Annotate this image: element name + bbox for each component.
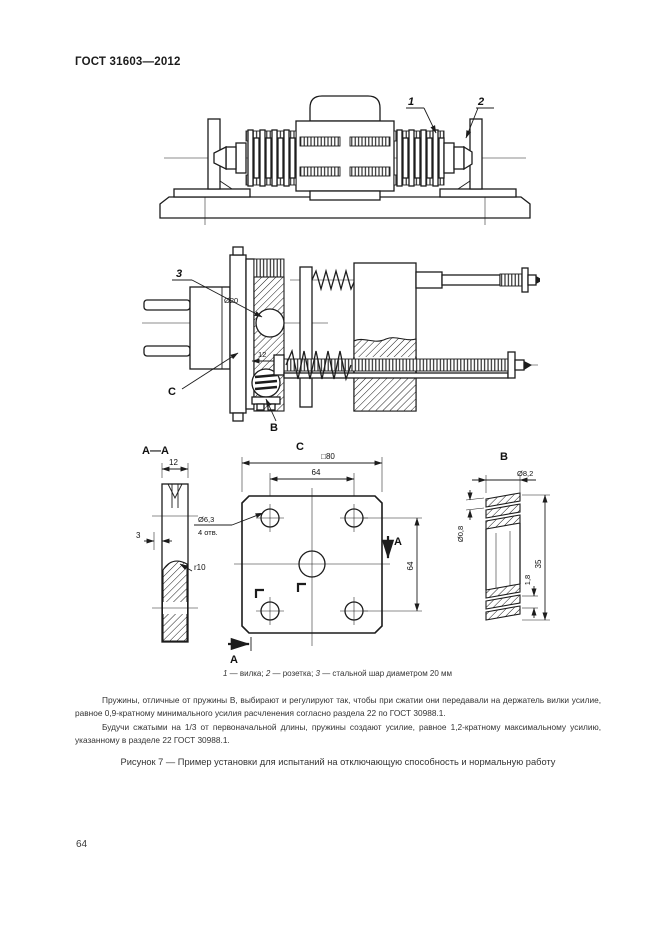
view-c-title: С — [296, 441, 304, 453]
svg-text:3: 3 — [176, 268, 182, 280]
svg-text:1,8: 1,8 — [523, 575, 532, 585]
callout-2-label: 2 — [477, 96, 484, 108]
svg-text:64: 64 — [406, 561, 415, 570]
right-end-fitting — [443, 142, 473, 174]
svg-text:Ø8,2: Ø8,2 — [517, 469, 533, 478]
figure-legend: 1 — вилка; 2 — розетка; 3 — стальной шар… — [75, 669, 600, 678]
svg-text:64: 64 — [312, 468, 321, 477]
svg-text:12: 12 — [169, 458, 178, 467]
figure-notes: Пружины, отличные от пружины В, выбирают… — [75, 694, 601, 748]
legend-num-2: 2 — [265, 669, 271, 678]
free-length-dim: 35 — [522, 494, 550, 621]
callout-1: 1 — [406, 96, 437, 134]
note-paragraph-1: Пружины, отличные от пружины В, выбирают… — [75, 695, 601, 719]
central-block — [295, 95, 395, 201]
note-paragraph-2: Будучи сжатыми на 1/3 от первоначальной … — [75, 721, 601, 746]
svg-text:Ø0,8: Ø0,8 — [456, 526, 465, 542]
legend-desc-3: — стальной шар диаметром 20 мм — [319, 669, 453, 678]
plug — [143, 286, 231, 370]
svg-text:В: В — [270, 422, 278, 433]
svg-text:□80: □80 — [321, 452, 335, 461]
callout-2: 2 — [465, 96, 494, 139]
wire-diameter-dim: Ø0,8 — [456, 490, 485, 542]
view-b: В Ø8,2 — [456, 451, 550, 621]
guide-block — [353, 262, 417, 412]
svg-text:3: 3 — [136, 531, 141, 540]
upper-spring — [311, 268, 356, 292]
right-washer-stack — [393, 129, 445, 187]
callout-1-label: 1 — [408, 96, 414, 108]
lower-threaded-rod — [273, 348, 532, 382]
holder-plate — [229, 246, 255, 422]
spring-coils — [485, 492, 521, 621]
pitch-dim: 1,8 — [522, 575, 538, 618]
hole-callout: Ø6,3 4 отв. — [194, 512, 264, 537]
legend-desc-2: — розетка; — [270, 669, 316, 678]
assembly-front-view-drawing: 1 2 — [159, 95, 531, 225]
svg-text:А: А — [230, 654, 238, 666]
steel-ball — [255, 308, 285, 338]
legend-desc-1: — вилка; — [227, 669, 266, 678]
base-plate — [159, 196, 531, 219]
callout-3: 3 — [172, 268, 263, 318]
detail-views-drawing: А—А 12 3 r10 С □80 — [136, 441, 550, 666]
section-arrow-bottom: А — [228, 637, 252, 666]
svg-text:С: С — [168, 386, 176, 398]
svg-text:А: А — [394, 536, 402, 548]
label-c: С — [168, 352, 239, 398]
label-b: В — [265, 398, 278, 433]
view-aa: А—А 12 3 r10 — [136, 445, 206, 643]
view-c: С □80 64 64 — [194, 441, 422, 666]
view-b-title: В — [500, 451, 508, 463]
section-arrow-right: А — [381, 536, 402, 559]
left-washer-stack — [245, 129, 297, 187]
upper-threaded-rod — [415, 267, 540, 293]
svg-text:r10: r10 — [194, 563, 206, 572]
legend-num-1: 1 — [222, 669, 228, 678]
section-view-drawing: Ø20 12 3 С В — [142, 246, 540, 433]
svg-text:Ø6,3: Ø6,3 — [198, 515, 214, 524]
standard-header: ГОСТ 31603—2012 — [75, 56, 181, 68]
figure-caption: Рисунок 7 — Пример установки для испытан… — [120, 757, 556, 767]
svg-text:12: 12 — [258, 350, 266, 359]
view-aa-title: А—А — [142, 445, 169, 457]
legend-num-3: 3 — [315, 669, 320, 678]
flange-plate — [299, 266, 313, 408]
svg-text:4 отв.: 4 отв. — [198, 528, 218, 537]
left-bracket — [173, 118, 251, 198]
center-hole — [298, 550, 326, 578]
svg-text:35: 35 — [534, 559, 543, 568]
page-number: 64 — [76, 839, 88, 850]
left-end-fitting — [213, 142, 247, 174]
